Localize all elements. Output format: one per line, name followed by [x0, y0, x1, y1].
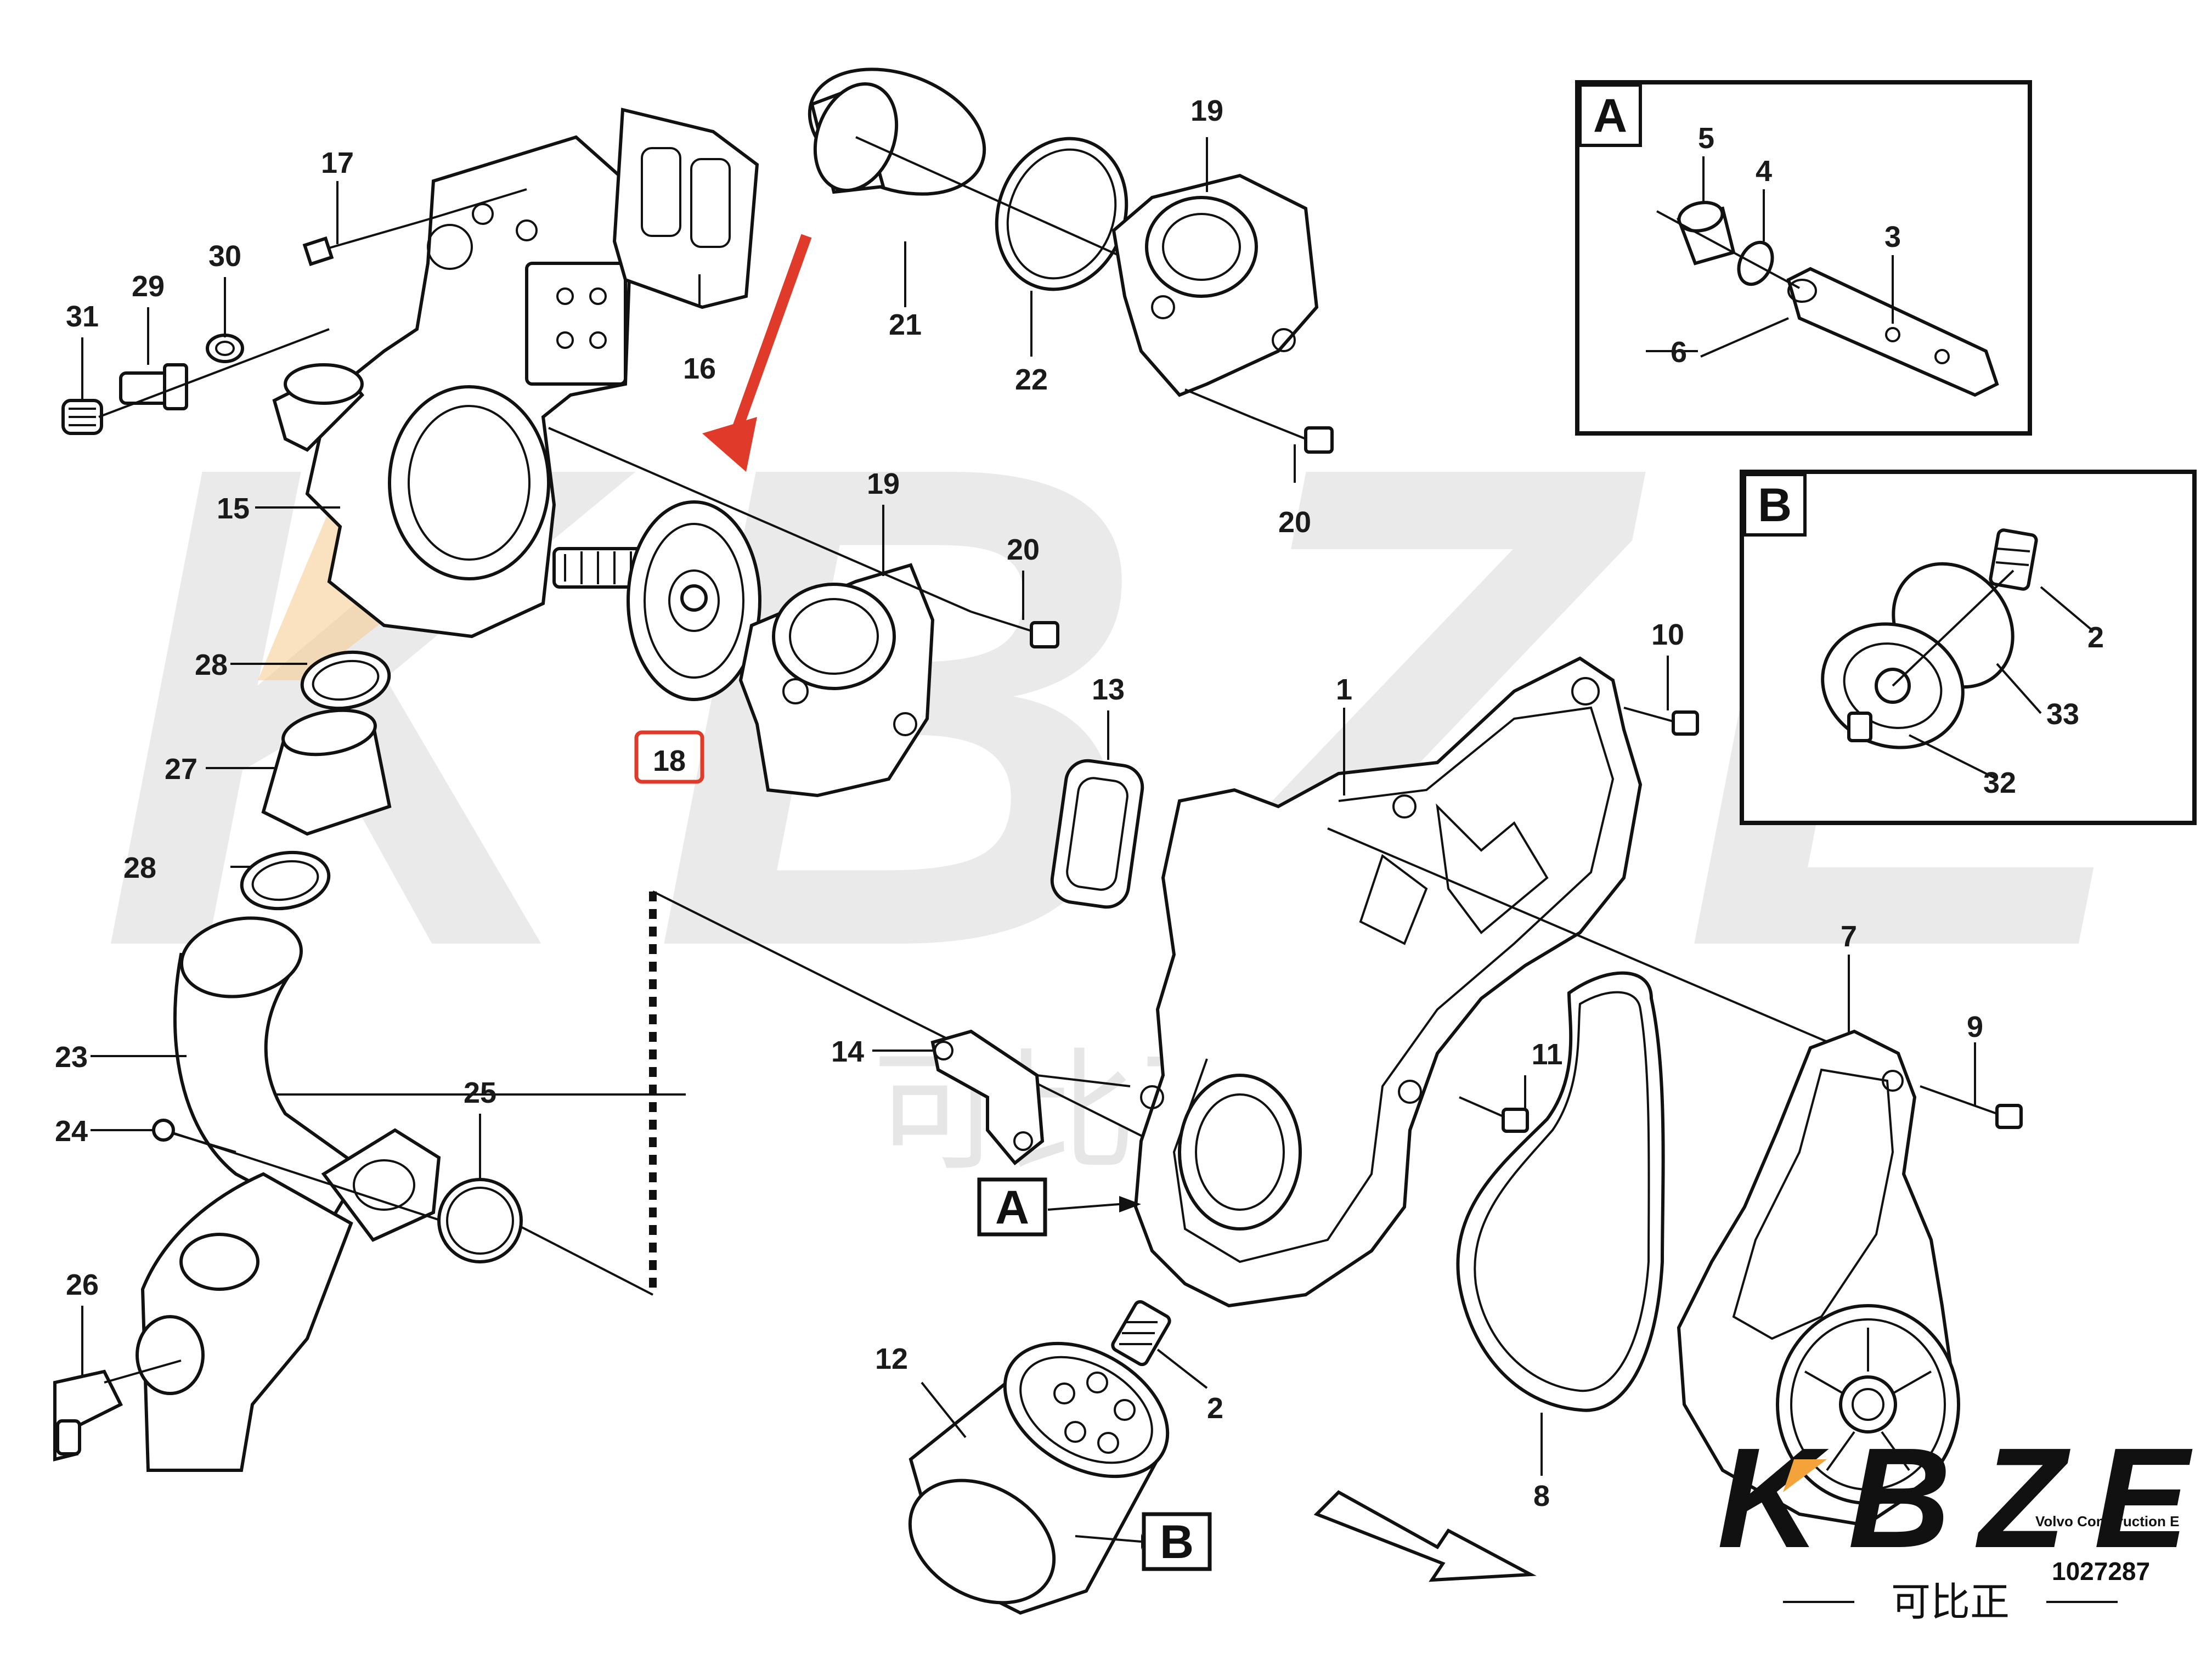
direction-arrow: [1313, 1490, 1537, 1582]
oil-filter-12: [908, 1341, 1170, 1615]
part-label-22: 22: [1015, 363, 1048, 396]
part-label-18: 18: [653, 744, 686, 777]
part-labels: 17 29 30 31 15 16 21 22 19 20 19 20 18 2…: [55, 94, 2104, 1513]
part-label-26: 26: [66, 1268, 99, 1301]
part-label-23: 23: [55, 1041, 88, 1074]
ref-box-b-letter: B: [1160, 1516, 1194, 1568]
brand-logo: KBZE Volvo Construction E 1027287 可比正: [1717, 1419, 2194, 1625]
ref-box-a-letter: A: [995, 1181, 1029, 1234]
part-label-10: 10: [1651, 618, 1684, 651]
inset-a-label-5: 5: [1698, 122, 1714, 155]
o-ring-25: [437, 1178, 523, 1263]
inset-a-label-4: 4: [1756, 155, 1772, 188]
part-label-31: 31: [66, 300, 99, 333]
bolt-20-mid: [548, 427, 1059, 648]
thermostat-18: [552, 500, 761, 701]
gasket-13: [1050, 759, 1144, 909]
bolt-17: [302, 188, 527, 267]
part-label-21: 21: [889, 308, 922, 341]
inset-a-label-6: 6: [1671, 336, 1687, 369]
part-label-7: 7: [1841, 920, 1857, 953]
part-label-29: 29: [132, 270, 165, 303]
inset-b: B: [1740, 470, 2197, 825]
part-label-27: 27: [165, 753, 198, 786]
part-label-12: 12: [875, 1342, 908, 1375]
part-label-16: 16: [683, 352, 716, 385]
part-label-11: 11: [1531, 1038, 1562, 1071]
bracket-14: [930, 1029, 1131, 1166]
part-label-20-mid: 20: [1007, 533, 1040, 566]
part-label-25: 25: [464, 1076, 496, 1109]
part-label-28-bottom: 28: [123, 851, 156, 884]
part-label-15: 15: [217, 492, 250, 525]
part-label-19-top: 19: [1190, 94, 1223, 127]
thermostat-cover-19-mid: [738, 563, 935, 798]
shaft-3: [1786, 267, 1999, 397]
part-label-19-mid: 19: [867, 467, 900, 500]
elbow-fitting-26: [53, 1359, 182, 1462]
thermostat-cover-19-top: [1111, 173, 1319, 397]
red-callout-arrow: [702, 234, 812, 472]
inset-b-title: B: [1758, 479, 1792, 532]
water-pump-7: [1677, 1029, 1960, 1527]
inset-a: A: [1575, 80, 2032, 436]
logo-accent: [1783, 1459, 1827, 1492]
highlight-box-18: [634, 730, 704, 784]
bushing-5: [1677, 201, 1736, 266]
bolt-10: [1623, 707, 1699, 736]
part-label-30: 30: [208, 240, 241, 273]
part-label-14: 14: [831, 1035, 864, 1068]
bolt-9: [1920, 1085, 2023, 1129]
part-label-24: 24: [55, 1115, 88, 1148]
gasket-16: [612, 108, 759, 309]
ref-box-b: B: [1075, 1512, 1212, 1571]
pump-gasket-8: [1456, 971, 1665, 1412]
ref-box-a: A: [977, 1177, 1141, 1237]
part-label-28-top: 28: [195, 648, 228, 681]
document-number: 1027287: [2052, 1557, 2150, 1585]
bolt-20-top: [1184, 388, 1334, 454]
engine-cover-1: [1133, 656, 1855, 1308]
part-label-9: 9: [1967, 1011, 1983, 1043]
part-label-8: 8: [1533, 1480, 1550, 1513]
part-label-20-top: 20: [1278, 506, 1311, 539]
nipple-2: [1111, 1300, 1171, 1367]
seal-rings-28: [240, 650, 391, 911]
part-label-2: 2: [1207, 1392, 1223, 1425]
nipple-2-inset: [1989, 528, 2038, 591]
logo-chinese: 可比正: [1891, 1579, 2010, 1625]
logo-credit: Volvo Construction E: [2035, 1513, 2179, 1530]
inset-b-label-32: 32: [1983, 766, 2016, 799]
coolant-pipe-23: [136, 916, 450, 1472]
inset-b-label-33: 33: [2046, 698, 2079, 731]
sleeve-27: [261, 708, 392, 836]
part-label-13: 13: [1092, 673, 1125, 706]
leader-lines: [81, 137, 2094, 1476]
sensor-parts-29-30-31: [61, 328, 330, 435]
logo-letters: KBZE: [1717, 1419, 2194, 1578]
sleeve-21: [808, 67, 986, 196]
part-label-17: 17: [321, 146, 354, 179]
inset-a-title: A: [1593, 89, 1627, 142]
part-label-1: 1: [1336, 673, 1352, 706]
inset-b-label-2: 2: [2087, 621, 2104, 654]
bolt-11: [1459, 1096, 1529, 1133]
inset-a-label-3: 3: [1884, 221, 1901, 253]
